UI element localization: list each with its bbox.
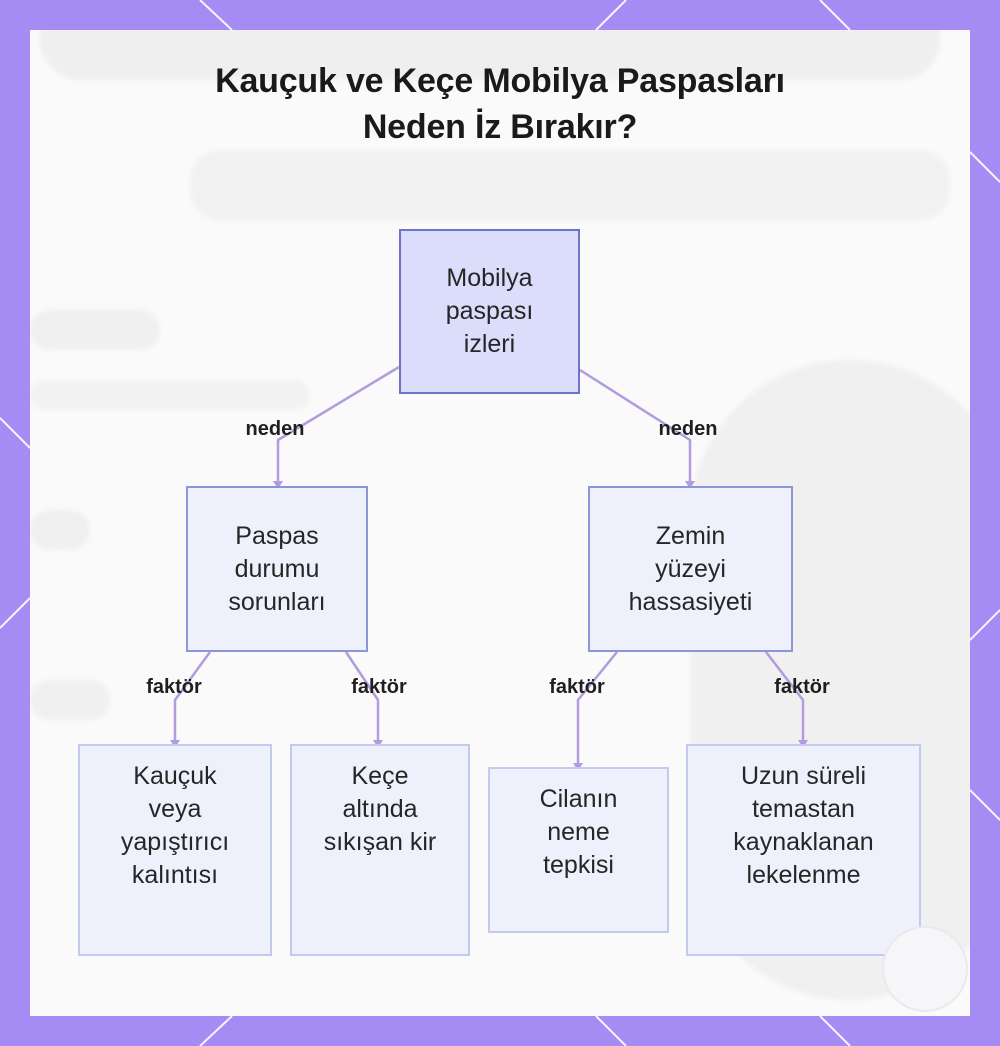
- connector-right-1: [576, 651, 618, 767]
- node-text-line: kaynaklanan: [733, 828, 874, 856]
- node-text-line: Paspas: [235, 521, 319, 550]
- node-text-line: lekelenme: [746, 861, 861, 889]
- node-text-line: sıkışan kir: [323, 828, 437, 856]
- node-rubber-adhesive-residue: Kauçuk veya yapıştırıcı kalıntısı: [78, 744, 272, 956]
- node-text-line: neme: [547, 818, 610, 846]
- node-text-line: temastan: [752, 795, 855, 823]
- node-text-line: izleri: [463, 330, 516, 358]
- node-text-line: Mobilya: [446, 264, 533, 292]
- node-pad-condition-issues: Paspas durumu sorunları: [186, 486, 368, 652]
- background-blur-shape: [40, 30, 940, 80]
- connector-root-right: [579, 368, 692, 485]
- title-line-1: Kauçuk ve Keçe Mobilya Paspasları: [215, 62, 785, 100]
- node-text-line: Cilanın: [539, 785, 618, 813]
- node-text-line: paspası: [445, 297, 534, 325]
- connector-root-left: [276, 365, 400, 485]
- edge-label-cause: neden: [245, 418, 305, 440]
- node-text-line: Kauçuk: [133, 762, 217, 790]
- node-text-line: Keçe: [351, 762, 409, 790]
- node-floor-surface-sensitivity: Zemin yüzeyi hassasiyeti: [588, 486, 793, 652]
- node-long-contact-staining: Uzun süreli temastan kaynaklanan lekelen…: [686, 744, 921, 956]
- edge-label-factor: faktör: [774, 676, 830, 698]
- node-text-line: tepkisi: [543, 851, 614, 879]
- edge-label-factor: faktör: [549, 676, 605, 698]
- connector-left-1: [173, 651, 212, 744]
- background-blur-shape: [190, 150, 950, 220]
- edge-label-factor: faktör: [146, 676, 202, 698]
- arrowhead: [685, 481, 695, 489]
- edge-label-factor: faktör: [351, 676, 407, 698]
- node-text-line: veya: [148, 795, 202, 823]
- connector-left-2: [344, 651, 380, 744]
- node-root-furniture-pad-marks: Mobilya paspası izleri: [399, 229, 580, 394]
- node-text-line: Zemin: [655, 521, 726, 550]
- background-blur-shape: [30, 510, 90, 550]
- diagram-title: Kauçuk ve Keçe Mobilya Paspasları Neden …: [0, 58, 1000, 150]
- node-felt-trapped-dirt: Keçe altında sıkışan kir: [290, 744, 470, 956]
- node-text-line: hassasiyeti: [628, 587, 753, 616]
- background-blur-shape: [30, 380, 310, 410]
- node-text-line: Uzun süreli: [740, 762, 867, 790]
- node-text-line: durumu: [234, 554, 320, 583]
- node-text-line: yapıştırıcı: [120, 828, 230, 856]
- arrowhead: [273, 481, 283, 489]
- node-finish-moisture-reaction: Cilanın neme tepkisi: [488, 767, 669, 933]
- background-blur-shape: [30, 680, 110, 720]
- watermark-seal-icon: [882, 926, 968, 1012]
- edge-label-cause: neden: [658, 418, 718, 440]
- node-text-line: kalıntısı: [131, 861, 219, 889]
- connector-right-2: [765, 651, 805, 744]
- background-blur-shape: [30, 310, 160, 350]
- title-line-2: Neden İz Bırakır?: [362, 108, 638, 146]
- node-text-line: yüzeyi: [655, 554, 726, 583]
- node-text-line: sorunları: [228, 587, 326, 616]
- node-text-line: altında: [342, 795, 418, 823]
